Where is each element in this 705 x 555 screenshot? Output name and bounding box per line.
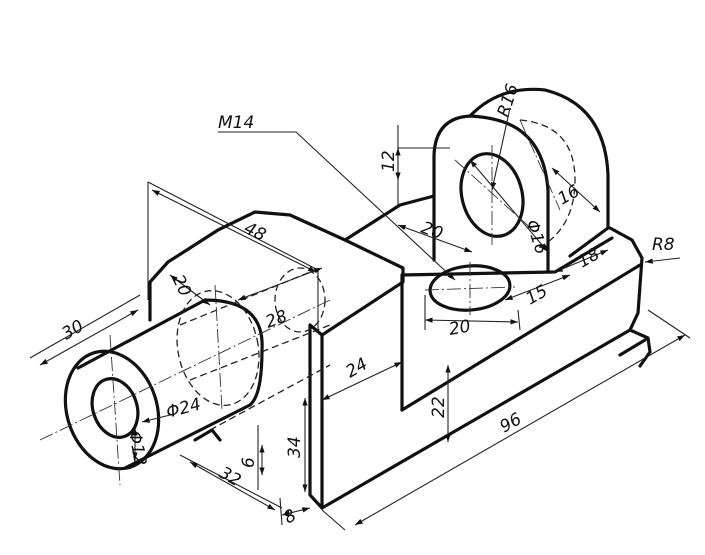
dimension-lines (29, 107, 691, 531)
dim-20-lower-label: 20 (447, 316, 472, 339)
radius-8-label: R8 (652, 235, 675, 255)
dim-16-label: 16 (555, 181, 584, 209)
dia-12-label: Φ12 (124, 429, 150, 467)
dim-22-label: 22 (429, 396, 449, 418)
thread-label: M14 (218, 113, 254, 133)
dim-96-label: 96 (497, 409, 526, 437)
hidden-lines (176, 119, 576, 431)
dim-48-label: 48 (241, 218, 269, 245)
dim-15-label: 15 (523, 281, 552, 309)
radius-16-label: R16 (494, 81, 523, 119)
dim-8-label: 8 (281, 506, 301, 529)
dim-30-label: 30 (59, 316, 88, 344)
dim-28-label: 28 (263, 306, 290, 332)
dia-24-label: Φ24 (164, 394, 203, 422)
dim-20-upper-label: 20 (418, 218, 445, 244)
dim-6-label: 6 (239, 457, 259, 468)
base-plate (320, 226, 652, 510)
lug-upright (432, 87, 610, 272)
dim-34-label: 34 (285, 436, 305, 458)
dim-12-label: 12 (379, 150, 399, 172)
